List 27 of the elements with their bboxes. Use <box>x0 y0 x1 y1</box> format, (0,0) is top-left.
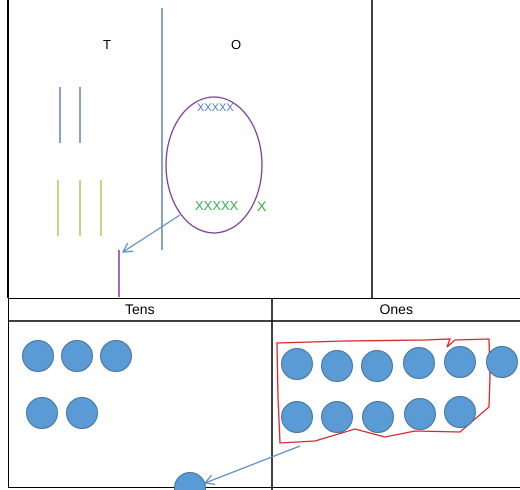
column-header: Tens <box>125 302 155 316</box>
column-header: Ones <box>380 302 413 316</box>
counter-circle <box>281 348 313 380</box>
arrow <box>122 214 180 253</box>
counter-circle <box>100 340 132 372</box>
counter-circle <box>26 397 58 429</box>
counter-circle <box>403 347 435 379</box>
counter-circle <box>444 346 476 378</box>
counter-circle <box>321 350 353 382</box>
counter-circle <box>61 340 93 372</box>
counter-circle <box>66 397 98 429</box>
tally-marks: XXXXX <box>197 103 234 114</box>
arrow <box>204 445 300 486</box>
counter-circle <box>22 340 54 372</box>
counter-circle <box>444 396 476 428</box>
tally-mark: X <box>257 199 266 213</box>
counter-circle <box>281 401 313 433</box>
counter-circle <box>361 350 393 382</box>
column-letter: O <box>231 38 242 51</box>
counter-circle <box>404 398 436 430</box>
tally-stick <box>117 250 121 297</box>
column-letter: T <box>103 38 111 51</box>
counter-circle <box>362 401 394 433</box>
counter-circle <box>486 346 518 378</box>
grouping-loop <box>275 337 493 446</box>
counter-circle <box>321 401 353 433</box>
tally-marks: XXXXX <box>195 199 238 212</box>
